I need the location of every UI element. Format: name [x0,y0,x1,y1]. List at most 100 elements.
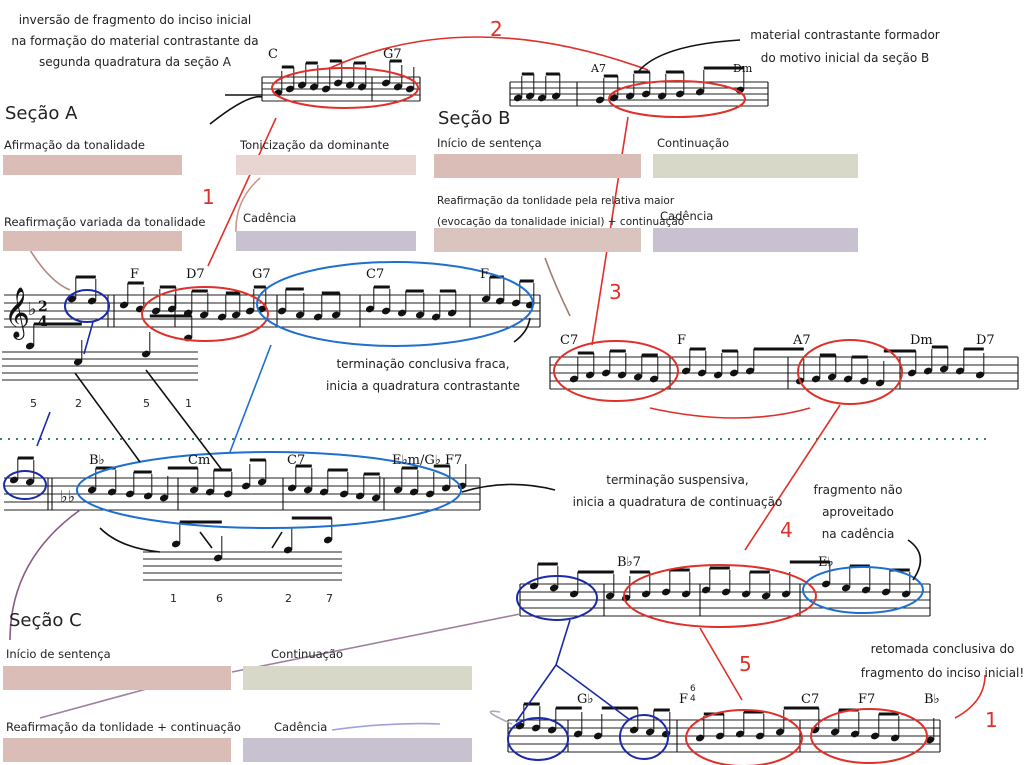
section-a-bar-tonicization [236,155,416,175]
section-b-label-reaffirmation-2: (evocação da tonalidade inicial) + conti… [437,216,685,228]
fingering-upper-3: 5 [143,397,150,410]
notes-s3-notehead-17 [371,494,381,502]
connector-1 [207,117,277,267]
notes-s2-notehead-1 [585,371,595,379]
connector-b-bar [544,257,571,317]
notes-fingering-upper-notehead-2 [141,350,151,358]
notes-s1-notehead-23 [495,297,505,305]
annotation-contrasting-line-2: do motivo inicial da seção B [760,50,930,65]
notes-topB-notehead-8 [657,92,667,100]
section-b-bar-continuation [653,154,858,178]
notes-s4-notehead-9 [721,588,731,596]
annotation-inversion-line-1: inversão de fragmento do inciso inicial [18,13,252,27]
notes-s2-notehead-17 [907,369,917,377]
notes-fingering-lower-notehead-3 [323,536,333,544]
notes-fingering-upper-notehead-1 [73,358,83,366]
section-b-label-start: Início de sentença [437,136,542,150]
annotation-suspensive-line-1: terminação suspensiva, [606,473,749,487]
notes-s2-notehead-0 [569,375,579,383]
notes-s5-notehead-5 [629,726,639,734]
highlight-s5-navy-a [507,717,569,761]
chord-s1-c7: C7 [366,267,385,282]
connector-c-cadence [331,722,441,731]
notes-s5-notehead-10 [735,730,745,738]
section-c-label-cadence: Cadência [274,720,328,734]
notes-s2-notehead-20 [955,367,965,375]
annotation-weak-ending-line-1: terminação conclusiva fraca, [336,357,510,371]
notes-topB-notehead-10 [695,88,705,96]
chord-s2-d7: D7 [976,333,995,348]
notes-s1-notehead-8 [217,313,227,321]
notes-s1-notehead-20 [431,313,441,321]
highlight-s5-red-b [810,708,928,764]
notes-s2-notehead-4 [633,373,643,381]
notes-s5-notehead-15 [850,730,860,738]
notes-s2-notehead-10 [745,367,755,375]
notes-s3-notehead-16 [355,492,365,500]
arc-return-red [954,674,986,719]
curve-suspensive [461,483,556,493]
notes-s1-notehead-15 [331,311,341,319]
highlight-s2-red-b [797,339,903,405]
curve-top-a-left [209,95,263,125]
notes-s2-notehead-18 [923,367,933,375]
notes-topB-notehead-6 [625,92,635,100]
chord-s4-bb7: B♭7 [617,555,641,570]
curve-unused [907,539,922,581]
connector-5 [699,627,743,701]
notes-s3-notehead-1 [25,478,35,486]
notes-s4-notehead-5 [641,590,651,598]
notes-s4-notehead-10 [741,590,751,598]
highlight-s1-red [141,286,269,342]
notes-s2-notehead-8 [713,371,723,379]
annotation-unused-line-2: aproveitado [822,505,894,520]
notes-s1-notehead-14 [313,313,323,321]
notes-s1-notehead-17 [381,307,391,315]
notes-s3-notehead-0 [9,476,19,484]
notes-s4-notehead-17 [901,590,911,598]
fingering-upper-2: 2 [75,397,82,410]
notes-s1-notehead-13 [295,311,305,319]
connector-navy-d [555,664,631,721]
notes-s5-notehead-11 [755,732,765,740]
section-b-label-reaffirmation-1: Reafirmação da tonlidade pela relativa m… [437,195,675,207]
chord-s3-cm: Cm [188,453,211,468]
notes-topA-notehead-9 [393,83,403,91]
notes-topA-notehead-4 [321,85,331,93]
section-c-label-reaffirmation: Reafirmação da tonlidade + continuação [6,720,241,734]
section-a-bar-affirmation [3,155,182,175]
chord-s2-f: F [677,333,687,348]
connector-blue-s1 [229,344,272,453]
annotation-suspensive: terminação suspensiva, inicia a quadratu… [565,469,790,513]
section-b-label-continuation: Continuação [657,136,730,150]
curve-top-b [637,39,741,73]
notes-s1-notehead-12 [277,307,287,315]
section-a-bar-cadence [236,231,416,251]
notes-s2-notehead-7 [697,369,707,377]
connection-number-3: 3 [609,280,622,304]
chord-top-a7: A7 [591,62,606,75]
chord-s1-f2: F [480,267,490,282]
notes-s5-notehead-3 [573,730,583,738]
notes-s3-notehead-9 [223,490,233,498]
time-signature-bottom: 4 [38,314,48,330]
chord-s1-g7: G7 [252,267,271,282]
chord-s5-six: 6 [690,684,696,694]
section-b-label-cadence: Cadência [660,209,714,223]
notes-s3-notehead-6 [159,494,169,502]
chord-s2-dm: Dm [910,333,933,348]
notes-topB-notehead-5 [609,94,619,102]
notes-topA-notehead-8 [381,79,391,87]
chord-s2-c7: C7 [560,333,579,348]
section-b-bar-reaffirmation [434,228,641,252]
notes-topB-notehead-7 [641,90,651,98]
highlight-s2-red-a [553,340,679,402]
section-b-title: Seção B [438,108,511,129]
notes-topA-notehead-2 [297,81,307,89]
annotation-unused-line-3: na cadência [821,527,895,542]
annotation-unused-fragment: fragmento não aproveitado na cadência [808,479,908,546]
notes-s4-notehead-13 [821,580,831,588]
chord-s3-c7: C7 [287,453,306,468]
notes-s4-notehead-6 [661,588,671,596]
connector-a-tonic [235,177,261,233]
